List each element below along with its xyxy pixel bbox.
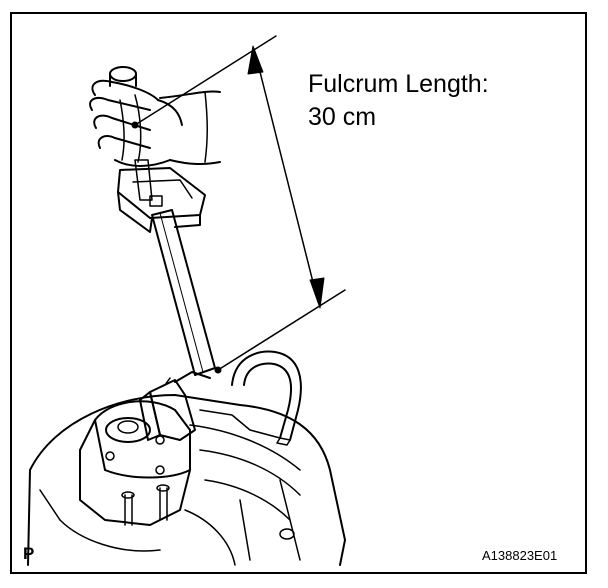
corner-marker: P: [23, 544, 35, 563]
torque-wrench-icon: [117, 159, 216, 376]
fulcrum-length-label: Fulcrum Length:: [308, 70, 489, 98]
socket-pivot-point: [214, 366, 222, 374]
hand-gripping-wrench-icon: [89, 66, 221, 167]
socket-adapter-icon: [139, 371, 211, 441]
dimension-arrow-icon: [134, 35, 346, 371]
figure-code: A138823E01: [482, 548, 558, 563]
illustration-frame: [10, 12, 587, 574]
transmission-housing-icon: [27, 350, 346, 566]
fulcrum-length-value: 30 cm: [308, 103, 377, 131]
